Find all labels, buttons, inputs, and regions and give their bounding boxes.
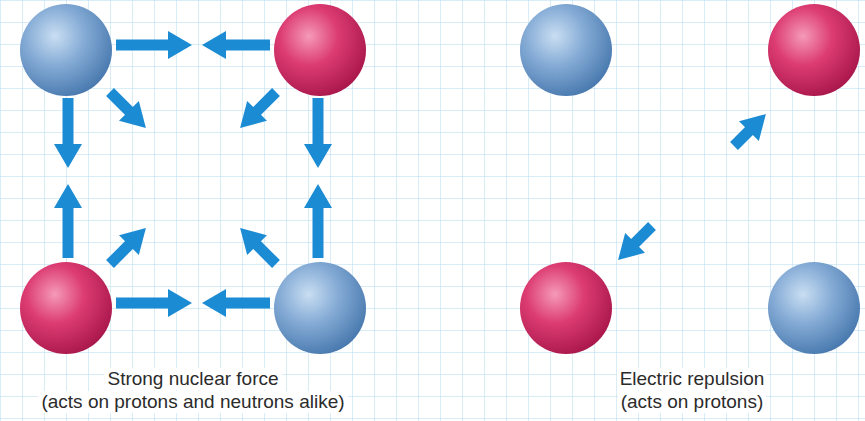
caption-title: Strong nuclear force — [104, 368, 281, 390]
proton-sphere — [20, 262, 112, 354]
neutron-sphere — [520, 4, 612, 96]
repulsion-arrows — [628, 124, 756, 250]
proton-sphere — [274, 4, 366, 96]
caption-note: (acts on protons) — [618, 391, 767, 413]
neutron-sphere — [768, 262, 860, 354]
strong-force-arrows — [68, 45, 318, 303]
nucleon-spheres — [20, 4, 860, 354]
proton-sphere — [520, 262, 612, 354]
caption-title: Electric repulsion — [617, 368, 768, 390]
neutron-sphere — [20, 4, 112, 96]
proton-sphere — [768, 4, 860, 96]
neutron-sphere — [274, 262, 366, 354]
caption-note: (acts on protons and neutrons alike) — [38, 391, 347, 413]
